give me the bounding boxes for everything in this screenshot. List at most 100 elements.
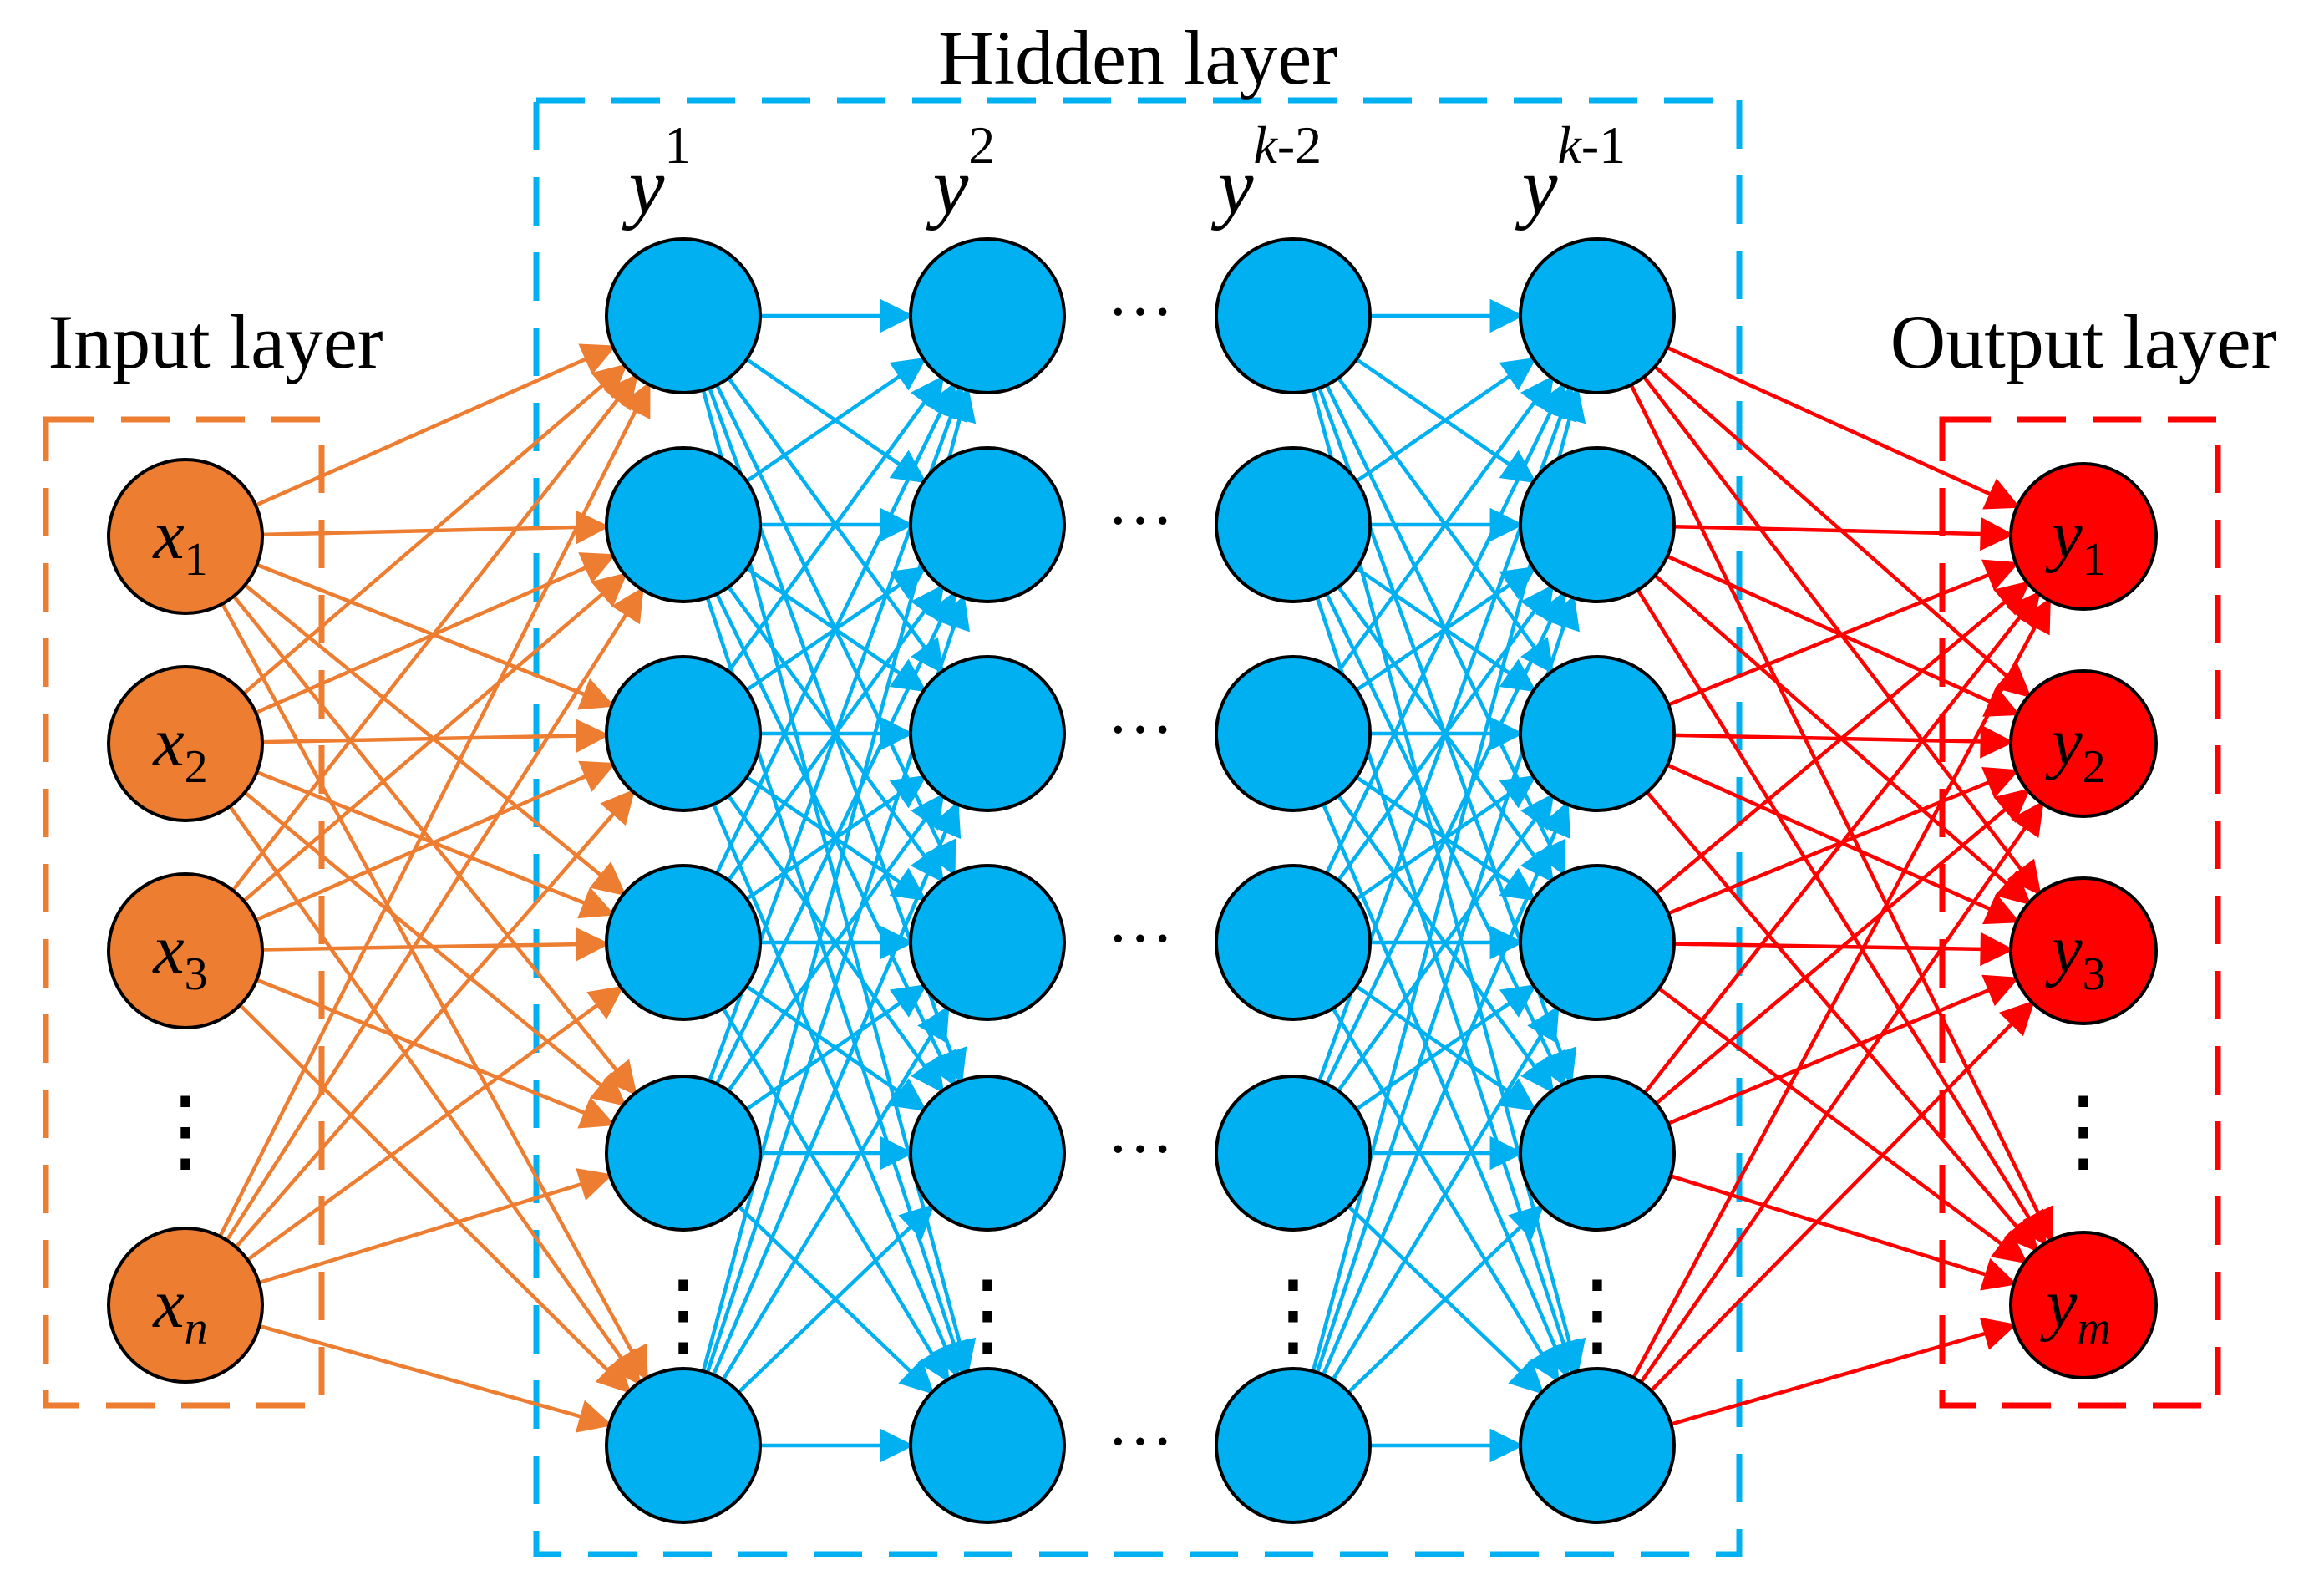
hidden-ellipsis-h-4: ···	[1107, 902, 1174, 976]
input-node-3-label: x3	[151, 911, 207, 1000]
hidden-node-c2-r1	[909, 237, 1066, 394]
connection-hidden-hidden	[1322, 800, 1571, 1376]
connection-input-hidden	[242, 363, 628, 695]
hidden-column-label-4: yk-1	[1515, 115, 1626, 231]
connection-hidden-hidden	[1325, 591, 1566, 1085]
hidden-node-c3-r6	[1215, 1367, 1372, 1524]
connection-hidden-output	[1670, 1174, 2017, 1291]
hidden-node-c2-r3	[909, 655, 1066, 812]
hidden-node-c2-r6	[909, 1367, 1066, 1524]
connection-input-hidden	[255, 760, 617, 922]
hidden-node-c2-r4	[909, 864, 1066, 1021]
connection-input-hidden	[221, 602, 648, 1381]
hidden-node-c3-r2	[1215, 446, 1372, 603]
connection-input-hidden	[258, 1168, 613, 1285]
ellipsis-v-5: ⋮	[1247, 1263, 1339, 1365]
hidden-column-label-3: yk-2	[1210, 115, 1322, 231]
ellipsis-v-6: ⋮	[1551, 1263, 1643, 1365]
hidden-ellipsis-h-6: ···	[1107, 1405, 1174, 1479]
hidden-node-c1-r1	[605, 237, 762, 394]
hidden-node-c1-r2	[605, 446, 762, 603]
hidden-node-c2-r2	[909, 446, 1066, 603]
neurons: x1 x2 x3 xn y1 y2 y3 ym	[107, 237, 2158, 1524]
hidden-column-label-2: y2	[926, 115, 996, 231]
connection-hidden-hidden	[727, 793, 945, 1092]
hidden-node-c1-r6	[605, 1367, 762, 1524]
connection-hidden-output	[1673, 516, 2015, 551]
ellipses: ··················⋮⋮⋮⋮⋮⋮	[140, 276, 2129, 1479]
connection-hidden-hidden	[1347, 1203, 1545, 1394]
connection-hidden-output	[1649, 1000, 2035, 1392]
input-node-4-label: xn	[151, 1265, 207, 1354]
output-node-3-circle	[2009, 876, 2158, 1025]
input-layer-box	[43, 416, 325, 1409]
connection-hidden-hidden	[737, 1203, 935, 1394]
connection-hidden-output	[1654, 788, 2031, 1105]
connection-hidden-hidden	[745, 357, 927, 483]
connection-input-hidden	[261, 927, 611, 962]
input-node-2: x2	[107, 665, 264, 822]
connection-hidden-hidden	[715, 591, 956, 1085]
input-node-2-label: x2	[151, 704, 207, 793]
hidden-node-c4-r2	[1519, 446, 1676, 603]
hidden-column-labels: y1 y2 yk-2 yk-1	[622, 115, 1626, 231]
input-node-1-circle	[107, 458, 264, 615]
connection-hidden-output	[1667, 559, 2020, 707]
output-node-1-circle	[2009, 462, 2158, 611]
output-node-2-label: y2	[2044, 704, 2105, 793]
connection-input-hidden	[238, 1003, 632, 1395]
connection-hidden-output	[1645, 790, 2039, 1252]
hidden-node-c3-r3	[1215, 655, 1372, 812]
connection-hidden-output	[1639, 800, 2044, 1384]
connection-input-hidden	[256, 978, 616, 1129]
ellipsis-v-2: ⋮	[2037, 1080, 2129, 1181]
output-node-1: y1	[2009, 462, 2158, 611]
output-node-1-label: y1	[2044, 496, 2105, 586]
connection-hidden-hidden	[721, 1005, 950, 1381]
hidden-node-c1-r4	[605, 864, 762, 1021]
hidden-node-c4-r6	[1519, 1367, 1676, 1524]
connection-hidden-hidden	[1331, 1005, 1560, 1381]
input-layer-title: Input layer	[48, 299, 383, 384]
input-node-4: xn	[107, 1227, 264, 1384]
connection-hidden-hidden	[1355, 984, 1537, 1111]
connection-hidden-hidden	[727, 375, 945, 673]
hidden-node-c4-r5	[1519, 1075, 1676, 1232]
connection-hidden-hidden	[715, 382, 956, 875]
output-node-4-label: ym	[2039, 1265, 2111, 1354]
connection-input-hidden	[242, 572, 628, 902]
ellipsis-v-4: ⋮	[941, 1263, 1033, 1365]
connection-hidden-output	[1655, 581, 2031, 895]
hidden-node-c1-r3	[605, 655, 762, 812]
connection-input-hidden	[255, 343, 617, 507]
hidden-node-c3-r4	[1215, 864, 1372, 1021]
connection-hidden-hidden	[712, 800, 962, 1376]
hidden-node-c4-r3	[1519, 655, 1676, 812]
hidden-layer-title: Hidden layer	[938, 15, 1337, 100]
output-node-2: y2	[2009, 669, 2158, 818]
connection-hidden-output	[1636, 588, 2047, 1247]
hidden-node-c4-r1	[1519, 237, 1676, 394]
connection-hidden-output	[1643, 591, 2041, 1095]
hidden-ellipsis-h-3: ···	[1107, 694, 1174, 767]
connection-hidden-hidden	[1337, 793, 1555, 1092]
output-layer-title: Output layer	[1890, 299, 2276, 384]
connection-input-hidden	[258, 1324, 613, 1433]
hidden-column-label-1: y1	[622, 115, 692, 231]
output-layer-box	[1939, 416, 2221, 1409]
hidden-ellipsis-h-5: ···	[1107, 1113, 1174, 1186]
connection-hidden-output	[1631, 597, 2051, 1379]
ellipsis-v-1: ⋮	[140, 1080, 231, 1181]
connection-hidden-output	[1667, 974, 2020, 1125]
output-node-4: ym	[2009, 1231, 2158, 1379]
input-node-1-label: x1	[151, 496, 207, 586]
connection-hidden-hidden	[1355, 357, 1537, 483]
hidden-node-c1-r5	[605, 1075, 762, 1232]
connection-hidden-hidden	[1337, 375, 1555, 673]
hidden-node-c4-r4	[1519, 864, 1676, 1021]
hidden-node-c3-r1	[1215, 237, 1372, 394]
output-node-3-label: y3	[2044, 911, 2105, 1000]
connection-hidden-hidden	[745, 984, 927, 1111]
input-node-1: x1	[107, 458, 264, 615]
